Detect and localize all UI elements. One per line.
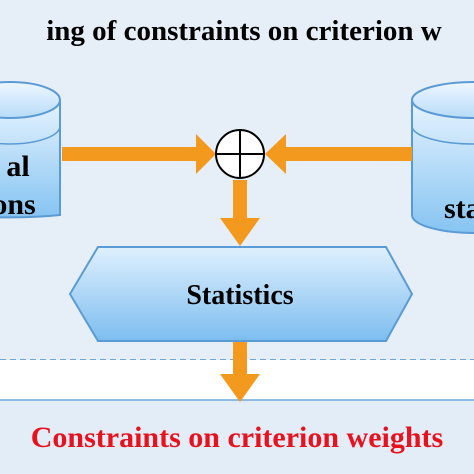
arrow-combiner-to-statistics <box>220 180 260 246</box>
combiner-plus-icon <box>215 129 265 179</box>
right-database-cylinder: sta <box>411 81 474 234</box>
left-cylinder-label-line1: al <box>6 150 29 183</box>
left-database-cylinder: al ons <box>0 81 61 221</box>
arrow-statistics-to-output <box>220 342 260 402</box>
statistics-label: Statistics <box>186 280 293 311</box>
arrow-right-to-combiner <box>265 134 412 174</box>
diagram-title: ing of constraints on criterion w <box>46 15 442 47</box>
statistics-node: Statistics <box>68 246 414 342</box>
arrow-left-to-combiner <box>62 134 216 174</box>
output-panel <box>0 400 474 474</box>
left-cylinder-label-line2: ons <box>0 188 36 221</box>
output-label: Constraints on criterion weights <box>31 421 443 454</box>
right-cylinder-label: sta <box>444 192 474 225</box>
